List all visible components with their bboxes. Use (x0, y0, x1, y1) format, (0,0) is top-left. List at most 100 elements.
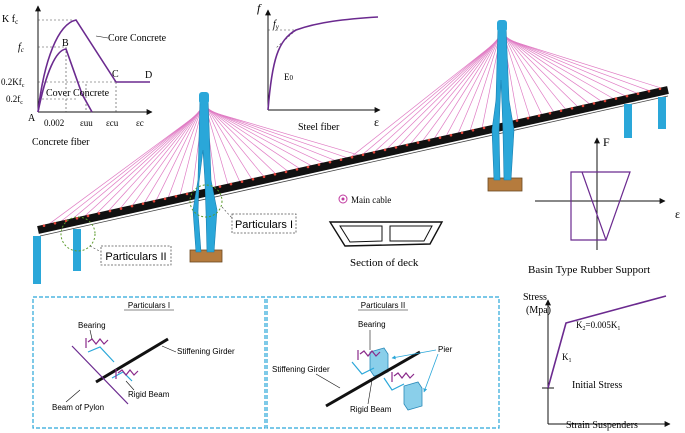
stay-cable (203, 107, 325, 164)
kfc-sub: c (15, 18, 18, 26)
deck-node (526, 116, 530, 120)
stay-cable (349, 37, 503, 158)
stay-cable (501, 37, 663, 89)
left-pylon (189, 92, 223, 263)
x-tick-euu: εuu (80, 118, 93, 128)
deck-node (141, 202, 145, 205)
deck-node (361, 153, 365, 157)
detail-2-pier-2 (403, 381, 423, 411)
detail-particulars-2: Particulars II Bearing Pier Stiffening G… (266, 296, 500, 429)
x-tick-ecu: εcu (106, 118, 119, 128)
svg-text:fy: fy (273, 19, 280, 31)
stay-cable (361, 36, 503, 156)
deck-node (229, 182, 233, 186)
deck-node (185, 192, 189, 196)
svg-text:E0: E0 (284, 72, 294, 82)
stay-cable (83, 107, 205, 218)
bearing-eps-axis: ε (675, 207, 680, 221)
particulars-2-marker (60, 216, 96, 252)
detail-1-stiffening: Stiffening Girder (177, 347, 235, 356)
detail-2-rigid: Rigid Beam (350, 405, 392, 414)
steel-eps-axis: ε (374, 115, 379, 129)
k2-sub: 2 (583, 326, 586, 332)
point-c: C (112, 69, 119, 80)
deck-node (515, 119, 519, 122)
steel-fiber-title: Steel fiber (298, 122, 340, 133)
stay-cable (385, 35, 503, 150)
fy-label: f (273, 19, 277, 30)
bearing-f-axis: F (603, 135, 610, 149)
k1-label: K (562, 352, 569, 362)
svg-text:K2=0.005K1: K2=0.005K1 (576, 320, 620, 332)
deck-node (559, 109, 563, 113)
stay-cable (203, 105, 301, 170)
pier-left-1 (33, 236, 41, 284)
core-concrete-curve (37, 19, 150, 113)
deck-node (75, 217, 79, 220)
detail-1-pylon-beam (71, 345, 129, 405)
particulars-1-marker (189, 184, 223, 218)
detail-1-pylon: Beam of Pylon (52, 403, 104, 412)
detail-2-girder (325, 350, 421, 408)
svg-text:0.2fc: 0.2fc (6, 94, 23, 106)
stay-cable (469, 29, 503, 132)
stay-cable (433, 32, 503, 140)
stay-cable (397, 34, 503, 148)
steel-f-axis: f (257, 1, 262, 15)
detail-2-stiffening: Stiffening Girder (272, 365, 330, 374)
stay-cable (457, 30, 503, 134)
core-concrete-label: Core Concrete (108, 33, 167, 44)
detail-1-frame (32, 296, 266, 429)
deck-node (636, 92, 640, 95)
steel-curve (267, 16, 379, 111)
detail-1-bearing: Bearing (78, 321, 106, 330)
detail-1-girder (95, 337, 169, 384)
main-cable-label: Main cable (351, 195, 391, 205)
stay-cable (119, 105, 205, 210)
right-pylon (487, 20, 523, 192)
fc-sub: c (21, 46, 25, 54)
pier-right-2 (658, 97, 666, 129)
concrete-fiber-title: Concrete fiber (32, 137, 90, 148)
stay-cable (143, 103, 205, 204)
bridge-model: Particulars I Particulars II (33, 20, 669, 284)
stay-cable (501, 31, 567, 110)
bearing-hysteresis-chart: F ε Basin Type Rubber Support (528, 135, 680, 276)
deck-node (372, 151, 376, 154)
stay-cable (501, 34, 615, 100)
stay-cable (167, 102, 205, 199)
k02-sub: c (22, 83, 25, 89)
detail-2-spring-1 (359, 350, 381, 357)
stay-cable (107, 105, 205, 212)
svg-text:K1: K1 (562, 352, 572, 364)
suspender-initial-stress: Initial Stress (572, 380, 622, 391)
deck-node (405, 143, 409, 147)
deck-node (383, 148, 387, 152)
stay-cable (501, 31, 555, 113)
deck-node (273, 173, 277, 176)
stay-cable (501, 33, 603, 102)
detail-2-pier: Pier (438, 345, 453, 354)
bearing-chart-title: Basin Type Rubber Support (528, 264, 650, 276)
stay-cable (203, 103, 265, 178)
deck-node (482, 126, 486, 130)
deck-node (427, 138, 431, 142)
deck-node (284, 170, 288, 174)
x-tick-0002: 0.002 (44, 118, 64, 128)
deck-section-title: Section of deck (350, 257, 419, 269)
deck-node (394, 146, 398, 149)
deck-node (119, 207, 123, 210)
deck-node (614, 97, 618, 100)
deck-node (339, 158, 343, 161)
stay-cable (203, 104, 277, 175)
deck-node (658, 87, 662, 91)
cover-concrete-curve (37, 48, 93, 113)
cover-concrete-label: Cover Concrete (46, 88, 110, 99)
deck-node (581, 104, 585, 108)
stay-cable (203, 104, 289, 172)
deck-node (438, 136, 442, 139)
deck-node (108, 209, 112, 213)
stay-cable (203, 108, 349, 159)
deck-underline (39, 95, 669, 237)
deck-node (449, 133, 453, 137)
